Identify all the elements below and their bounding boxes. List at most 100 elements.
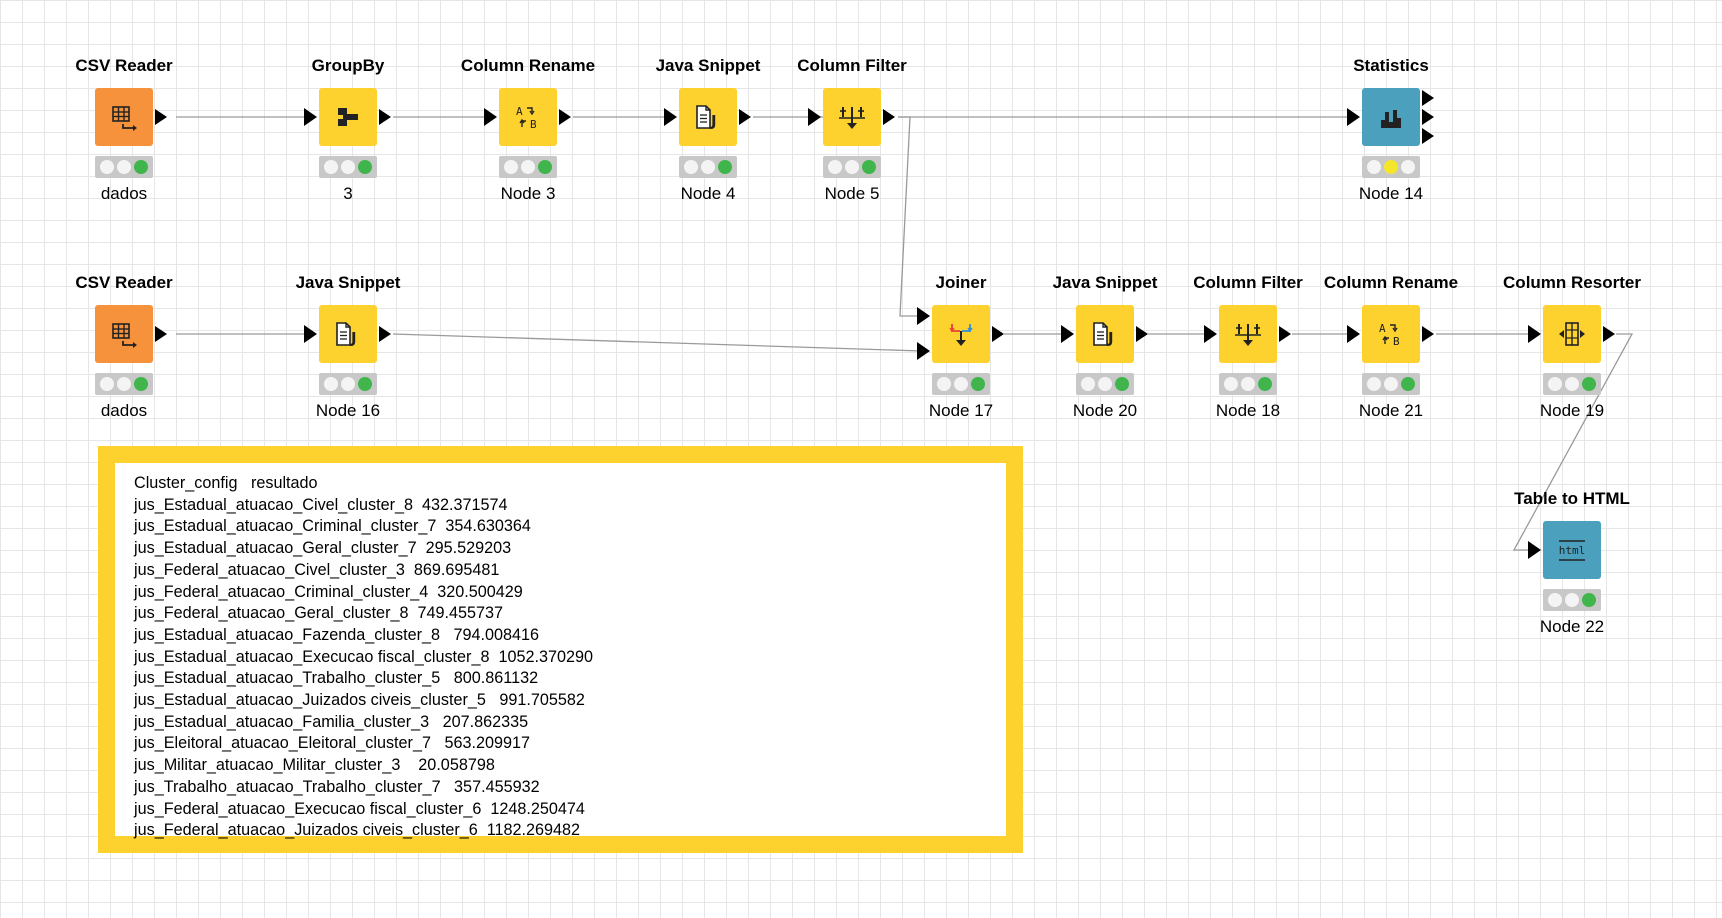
node-status-lights <box>1543 373 1601 395</box>
statistics-icon <box>1381 110 1401 128</box>
output-port[interactable] <box>739 109 751 125</box>
node-label[interactable]: Node 22 <box>1539 617 1605 636</box>
input-port[interactable] <box>1204 325 1217 343</box>
status-light-green <box>358 377 373 391</box>
status-light-off <box>1097 377 1112 391</box>
input-port[interactable] <box>484 108 497 126</box>
node-label[interactable]: Node 19 <box>1539 401 1605 420</box>
annotation-line: jus_Estadual_atuacao_Civel_cluster_8 432… <box>134 495 508 514</box>
status-light-off <box>844 160 859 174</box>
node-icon-box[interactable] <box>95 305 153 363</box>
output-port[interactable] <box>883 109 895 125</box>
workflow-annotation[interactable]: Cluster_config resultado jus_Estadual_at… <box>98 446 1023 853</box>
node-title: Joiner <box>935 273 987 292</box>
svg-text:B: B <box>1393 335 1400 348</box>
node-icon-box[interactable] <box>95 88 153 146</box>
status-light-off <box>700 160 715 174</box>
node-label[interactable]: Node 18 <box>1215 401 1281 420</box>
html-icon-text: html <box>1559 544 1586 557</box>
output-port[interactable] <box>155 326 167 342</box>
status-light-green <box>1582 377 1597 391</box>
node-icon-box[interactable] <box>319 88 377 146</box>
output-port[interactable] <box>155 109 167 125</box>
node-icon-box[interactable]: html <box>1543 521 1601 579</box>
node-label[interactable]: Node 21 <box>1358 401 1424 420</box>
node-icon-box[interactable]: J <box>319 305 377 363</box>
output-port[interactable] <box>1422 90 1434 106</box>
input-port[interactable] <box>304 108 317 126</box>
node-label[interactable]: Node 5 <box>824 184 880 203</box>
node-status-lights <box>95 373 153 395</box>
output-port[interactable] <box>379 109 391 125</box>
node-icon-box[interactable]: A B <box>1362 305 1420 363</box>
node-label[interactable]: 3 <box>343 184 353 203</box>
connection-line <box>392 333 923 352</box>
node-icon-box[interactable] <box>823 88 881 146</box>
status-light-green <box>971 377 986 391</box>
status-light-green <box>1401 377 1416 391</box>
output-port[interactable] <box>1279 326 1291 342</box>
output-port[interactable] <box>1422 326 1434 342</box>
status-light-off <box>503 160 518 174</box>
node-title: Column Filter <box>1193 273 1303 292</box>
node-icon-box[interactable] <box>1543 305 1601 363</box>
output-port[interactable] <box>1136 326 1148 342</box>
input-port[interactable] <box>1528 541 1541 559</box>
input-port[interactable] <box>808 108 821 126</box>
input-port[interactable] <box>917 342 930 360</box>
output-port[interactable] <box>1603 326 1615 342</box>
node-status-lights <box>1219 373 1277 395</box>
node-label[interactable]: Node 4 <box>680 184 736 203</box>
node-status-lights <box>932 373 990 395</box>
node-title: Table to HTML <box>1514 489 1630 508</box>
node-title: CSV Reader <box>75 56 173 75</box>
node-label[interactable]: Node 16 <box>315 401 381 420</box>
node-status-lights <box>499 156 557 178</box>
node-icon-box[interactable]: J <box>679 88 737 146</box>
status-light-green <box>538 160 553 174</box>
output-port[interactable] <box>1422 128 1434 144</box>
java-snippet-icon: J <box>1093 322 1114 347</box>
status-light-green <box>134 377 149 391</box>
node-icon-box[interactable] <box>1362 88 1420 146</box>
input-port[interactable] <box>664 108 677 126</box>
status-light-off <box>323 160 338 174</box>
status-light-off <box>99 377 114 391</box>
node-title: Java Snippet <box>655 56 761 75</box>
node-label[interactable]: Node 17 <box>928 401 994 420</box>
node-label[interactable]: Node 20 <box>1072 401 1138 420</box>
input-port[interactable] <box>1347 108 1360 126</box>
node-title: Statistics <box>1353 56 1429 75</box>
input-port[interactable] <box>1347 325 1360 343</box>
input-port[interactable] <box>304 325 317 343</box>
table-to-html-icon: html <box>1559 540 1586 561</box>
annotation-line: jus_Trabalho_atuacao_Trabalho_cluster_7 … <box>134 777 540 796</box>
node-label[interactable]: Node 3 <box>500 184 556 203</box>
node-title: Java Snippet <box>295 273 401 292</box>
status-light-off <box>1547 377 1562 391</box>
output-port[interactable] <box>379 326 391 342</box>
output-port[interactable] <box>1422 109 1434 125</box>
input-port[interactable] <box>917 307 930 325</box>
node-icon-box[interactable] <box>1219 305 1277 363</box>
annotation-text-area[interactable]: Cluster_config resultado jus_Estadual_at… <box>115 463 1006 839</box>
status-light-off <box>1383 377 1398 391</box>
node-label[interactable]: dados <box>100 401 148 420</box>
input-port[interactable] <box>1528 325 1541 343</box>
node-status-lights <box>95 156 153 178</box>
output-port[interactable] <box>559 109 571 125</box>
node-icon-box[interactable]: A B <box>499 88 557 146</box>
input-port[interactable] <box>1061 325 1074 343</box>
node-label[interactable]: Node 14 <box>1358 184 1424 203</box>
status-light-off <box>116 377 131 391</box>
node-icon-box[interactable]: J <box>1076 305 1134 363</box>
annotation-line: jus_Estadual_atuacao_Familia_cluster_3 2… <box>134 712 529 731</box>
node-icon-box[interactable] <box>932 305 990 363</box>
svg-text:J: J <box>710 112 717 130</box>
status-light-off <box>99 160 114 174</box>
node-label[interactable]: dados <box>100 184 148 203</box>
annotation-line: jus_Estadual_atuacao_Trabalho_cluster_5 … <box>134 669 539 688</box>
output-port[interactable] <box>992 326 1004 342</box>
